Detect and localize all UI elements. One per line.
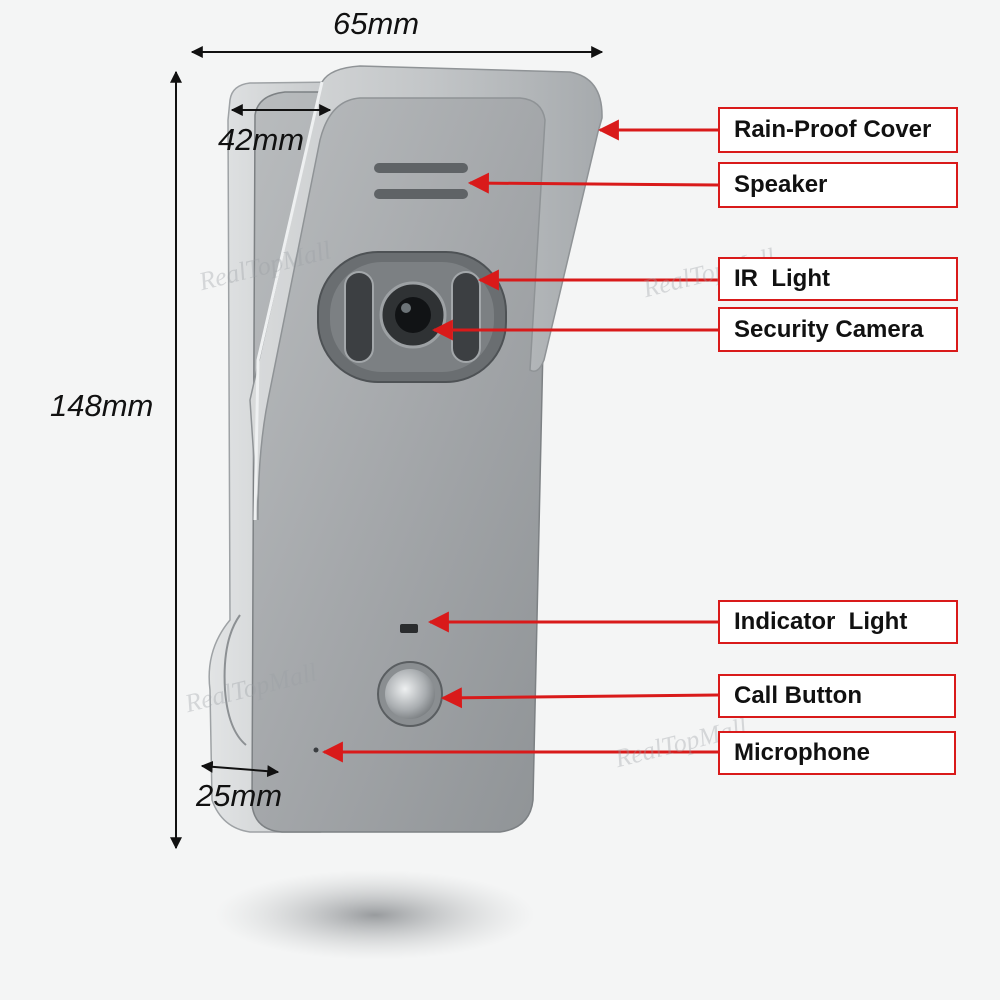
camera-lens (395, 297, 431, 333)
microphone-hole (313, 747, 319, 753)
indicator-light (400, 624, 418, 633)
dimension-width-top: 65mm (333, 6, 420, 41)
rain-cover-edge (253, 81, 324, 521)
dimension-depth-top: 42mm (218, 122, 305, 157)
call-button (385, 669, 435, 719)
callout-indicator-light: Indicator Light (718, 600, 958, 644)
speaker-slot (374, 163, 468, 173)
callout-security-camera: Security Camera (718, 307, 958, 352)
dimension-height: 148mm (50, 388, 154, 423)
callout-rain-proof-cover: Rain-Proof Cover (718, 107, 958, 153)
callout-microphone: Microphone (718, 731, 956, 775)
dimension-depth-bottom: 25mm (196, 778, 283, 813)
lens-glint (401, 303, 411, 313)
callout-call-button: Call Button (718, 674, 956, 718)
ir-light-right (451, 271, 481, 363)
arrow-call-button (440, 687, 719, 709)
rain-proof-cover (249, 65, 603, 521)
ir-light-left (344, 271, 374, 363)
callout-speaker: Speaker (718, 162, 958, 208)
dim-line-depth-bottom (200, 760, 280, 778)
speaker-slot (374, 189, 468, 199)
device-shadow (215, 870, 535, 960)
arrow-speaker (467, 172, 719, 194)
side-notch (223, 614, 247, 746)
callout-ir-light: IR Light (718, 257, 958, 301)
